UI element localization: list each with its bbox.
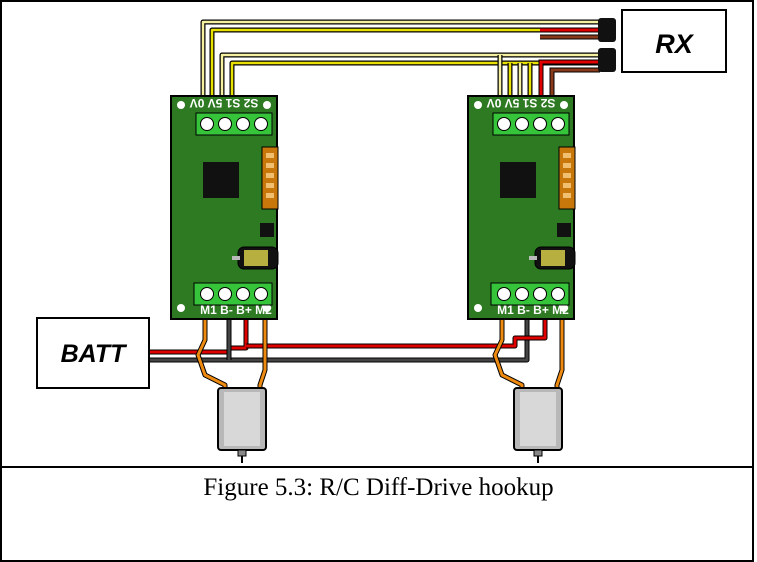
right-motor: [513, 387, 563, 463]
rx-power-wires: [538, 27, 600, 95]
rx-connectors: [598, 18, 616, 72]
rx-label: RX: [655, 29, 694, 59]
right-board-bottom-labels: M1 B- B+ M2: [497, 303, 569, 317]
battery-box: BATT: [36, 317, 150, 389]
left-board-top-labels: S2 S1 5V 0V: [190, 96, 259, 110]
left-controller-board: S2 S1 5V 0V M1 B- B+ M2: [170, 95, 279, 320]
left-board-bottom-labels: M1 B- B+ M2: [200, 303, 272, 317]
figure-caption: Figure 5.3: R/C Diff-Drive hookup: [203, 474, 554, 501]
right-controller-board: S2 S1 5V 0V M1 B- B+ M2: [467, 95, 576, 320]
rx-box: RX: [621, 9, 727, 73]
motor-wires: [195, 312, 565, 390]
right-board-top-labels: S2 S1 5V 0V: [487, 96, 556, 110]
batt-label: BATT: [61, 340, 129, 368]
left-motor: [217, 387, 267, 463]
signal-wires: [200, 19, 605, 95]
